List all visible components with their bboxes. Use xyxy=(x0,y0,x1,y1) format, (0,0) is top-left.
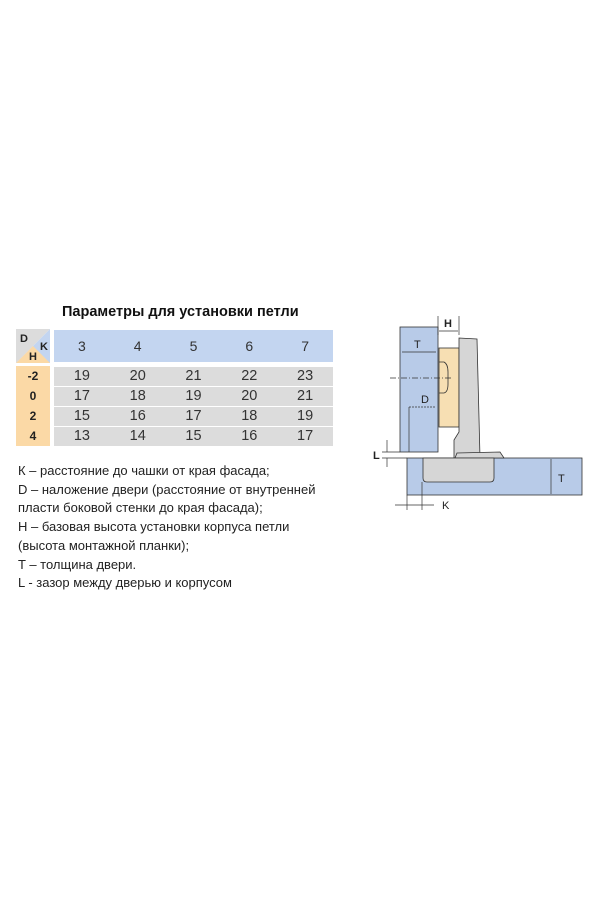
table-cell: 19 xyxy=(73,368,90,384)
label-h: H xyxy=(444,318,452,330)
legend-line: D – наложение двери (расстояние от внутр… xyxy=(18,481,316,497)
h-value: 4 xyxy=(29,429,37,443)
table-cell: 18 xyxy=(241,408,258,424)
table-cell: 17 xyxy=(297,428,314,444)
h-value: 0 xyxy=(29,389,37,403)
h-value: -2 xyxy=(27,369,39,383)
door-side-panel xyxy=(399,326,439,453)
legend-line: H – базовая высота установки корпуса пет… xyxy=(18,519,290,535)
h-value: 2 xyxy=(29,409,37,423)
legend-line: пласти боковой стенки до края фасада); xyxy=(18,500,263,516)
legend-line: К – расстояние до чашки от края фасада; xyxy=(18,463,270,478)
k-value: 6 xyxy=(245,338,254,354)
table-cell: 16 xyxy=(241,428,258,444)
label-d: D xyxy=(421,394,429,406)
legend-line: L - зазор между дверью и корпусом xyxy=(18,575,232,591)
k-value: 7 xyxy=(301,338,309,354)
table-row: 19 20 21 22 23 xyxy=(54,367,333,386)
table-cell: 17 xyxy=(73,388,90,404)
corner-k: K xyxy=(40,341,48,353)
table-corner-cell: D K H xyxy=(16,329,50,363)
table-title: Параметры для установки петли xyxy=(62,304,299,320)
label-l: L xyxy=(373,450,380,462)
table-cell: 19 xyxy=(297,408,314,424)
table-row: 15 16 17 18 19 xyxy=(54,407,333,426)
legend: К – расстояние до чашки от края фасада; … xyxy=(18,462,315,593)
table-cell: 18 xyxy=(129,388,146,404)
table-cell: 13 xyxy=(73,428,90,444)
label-t-cabinet: T xyxy=(558,473,565,485)
legend-line: (высота монтажной планки); xyxy=(18,537,190,553)
table-cell: 22 xyxy=(241,368,258,384)
k-value: 4 xyxy=(133,338,142,354)
table-cell: 20 xyxy=(241,388,258,404)
h-column: -2 0 2 4 xyxy=(16,366,50,446)
corner-h: H xyxy=(29,351,37,363)
table-cell: 16 xyxy=(129,408,146,424)
table-cell: 15 xyxy=(185,428,202,444)
legend-line: T – толщина двери. xyxy=(18,556,137,572)
label-k: K xyxy=(442,500,450,512)
table-cell: 19 xyxy=(185,388,202,404)
table-row: 13 14 15 16 17 xyxy=(54,427,333,446)
corner-d: D xyxy=(20,333,28,345)
table-cell: 21 xyxy=(297,388,314,404)
table-cell: 21 xyxy=(185,368,202,384)
table-cell: 15 xyxy=(73,408,90,424)
hinge-cup xyxy=(422,457,495,483)
mounting-plate xyxy=(438,347,460,428)
table-cell: 17 xyxy=(185,408,202,424)
table-row: 17 18 19 20 21 xyxy=(54,387,333,406)
table-cell: 23 xyxy=(297,368,314,384)
table-cell: 20 xyxy=(129,368,146,384)
k-header-row: 3 4 5 6 7 xyxy=(54,330,333,362)
k-value: 3 xyxy=(78,338,86,354)
table-cell: 14 xyxy=(129,428,146,444)
label-t-door: T xyxy=(414,339,421,351)
k-value: 5 xyxy=(189,338,198,354)
